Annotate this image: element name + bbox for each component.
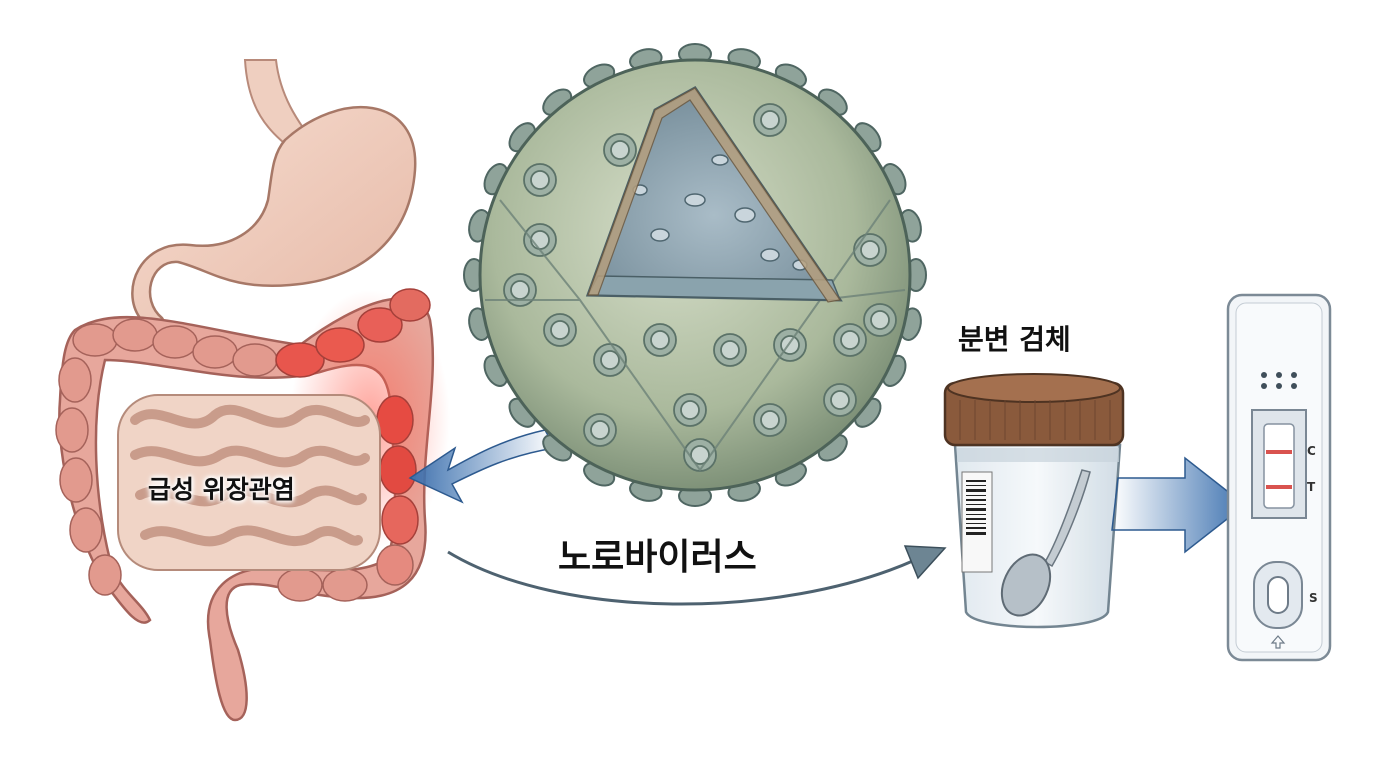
sample-well (1267, 576, 1289, 614)
control-mark: C (1307, 444, 1316, 458)
sample-mark: S (1309, 591, 1318, 605)
stomach (131, 105, 417, 331)
virus-surface-cup-hollow (590, 420, 610, 440)
test-mark: T (1307, 480, 1316, 494)
virus-surface-cup-hollow (840, 330, 860, 350)
virus-surface-cup-hollow (530, 230, 550, 250)
sample-to-test-arrow (1111, 456, 1247, 554)
virus-to-gut-arrow (408, 429, 557, 504)
virus-surface-cup-hollow (680, 400, 700, 420)
norovirus-particle (463, 43, 927, 507)
gastroenteritis-label: 급성 위장관염 (148, 475, 295, 504)
virus-surface-cup-hollow (650, 330, 670, 350)
specimen-cup (943, 373, 1125, 629)
virus-surface-cup-hollow (550, 320, 570, 340)
virus-surface-cup-hollow (760, 410, 780, 430)
stool-sample-label: 분변 검체 (958, 323, 1071, 356)
rapid-test-kit (1226, 293, 1332, 662)
result-window (1263, 423, 1295, 509)
virus-surface-cup-hollow (830, 390, 850, 410)
virus-surface-cup-hollow (610, 140, 630, 160)
digestive-system (55, 59, 450, 722)
virus-surface-cup-hollow (760, 110, 780, 130)
virus-surface-cup-hollow (530, 170, 550, 190)
virus-to-sample-arrow (447, 550, 916, 606)
sampling-spoon (1043, 469, 1091, 568)
control-line (1266, 450, 1292, 454)
cup-barcode-label (961, 471, 993, 573)
virus-surface-cup-hollow (690, 445, 710, 465)
virus-surface-cup-hollow (870, 310, 890, 330)
small-intestine (117, 394, 381, 571)
virus-surface-cup-hollow (720, 340, 740, 360)
colon-haustra (55, 318, 368, 602)
norovirus-label: 노로바이러스 (558, 537, 757, 578)
test-line (1266, 485, 1292, 489)
virus-surface-cup-hollow (510, 280, 530, 300)
virus-surface-cup-hollow (860, 240, 880, 260)
virus-surface-cup-hollow (600, 350, 620, 370)
